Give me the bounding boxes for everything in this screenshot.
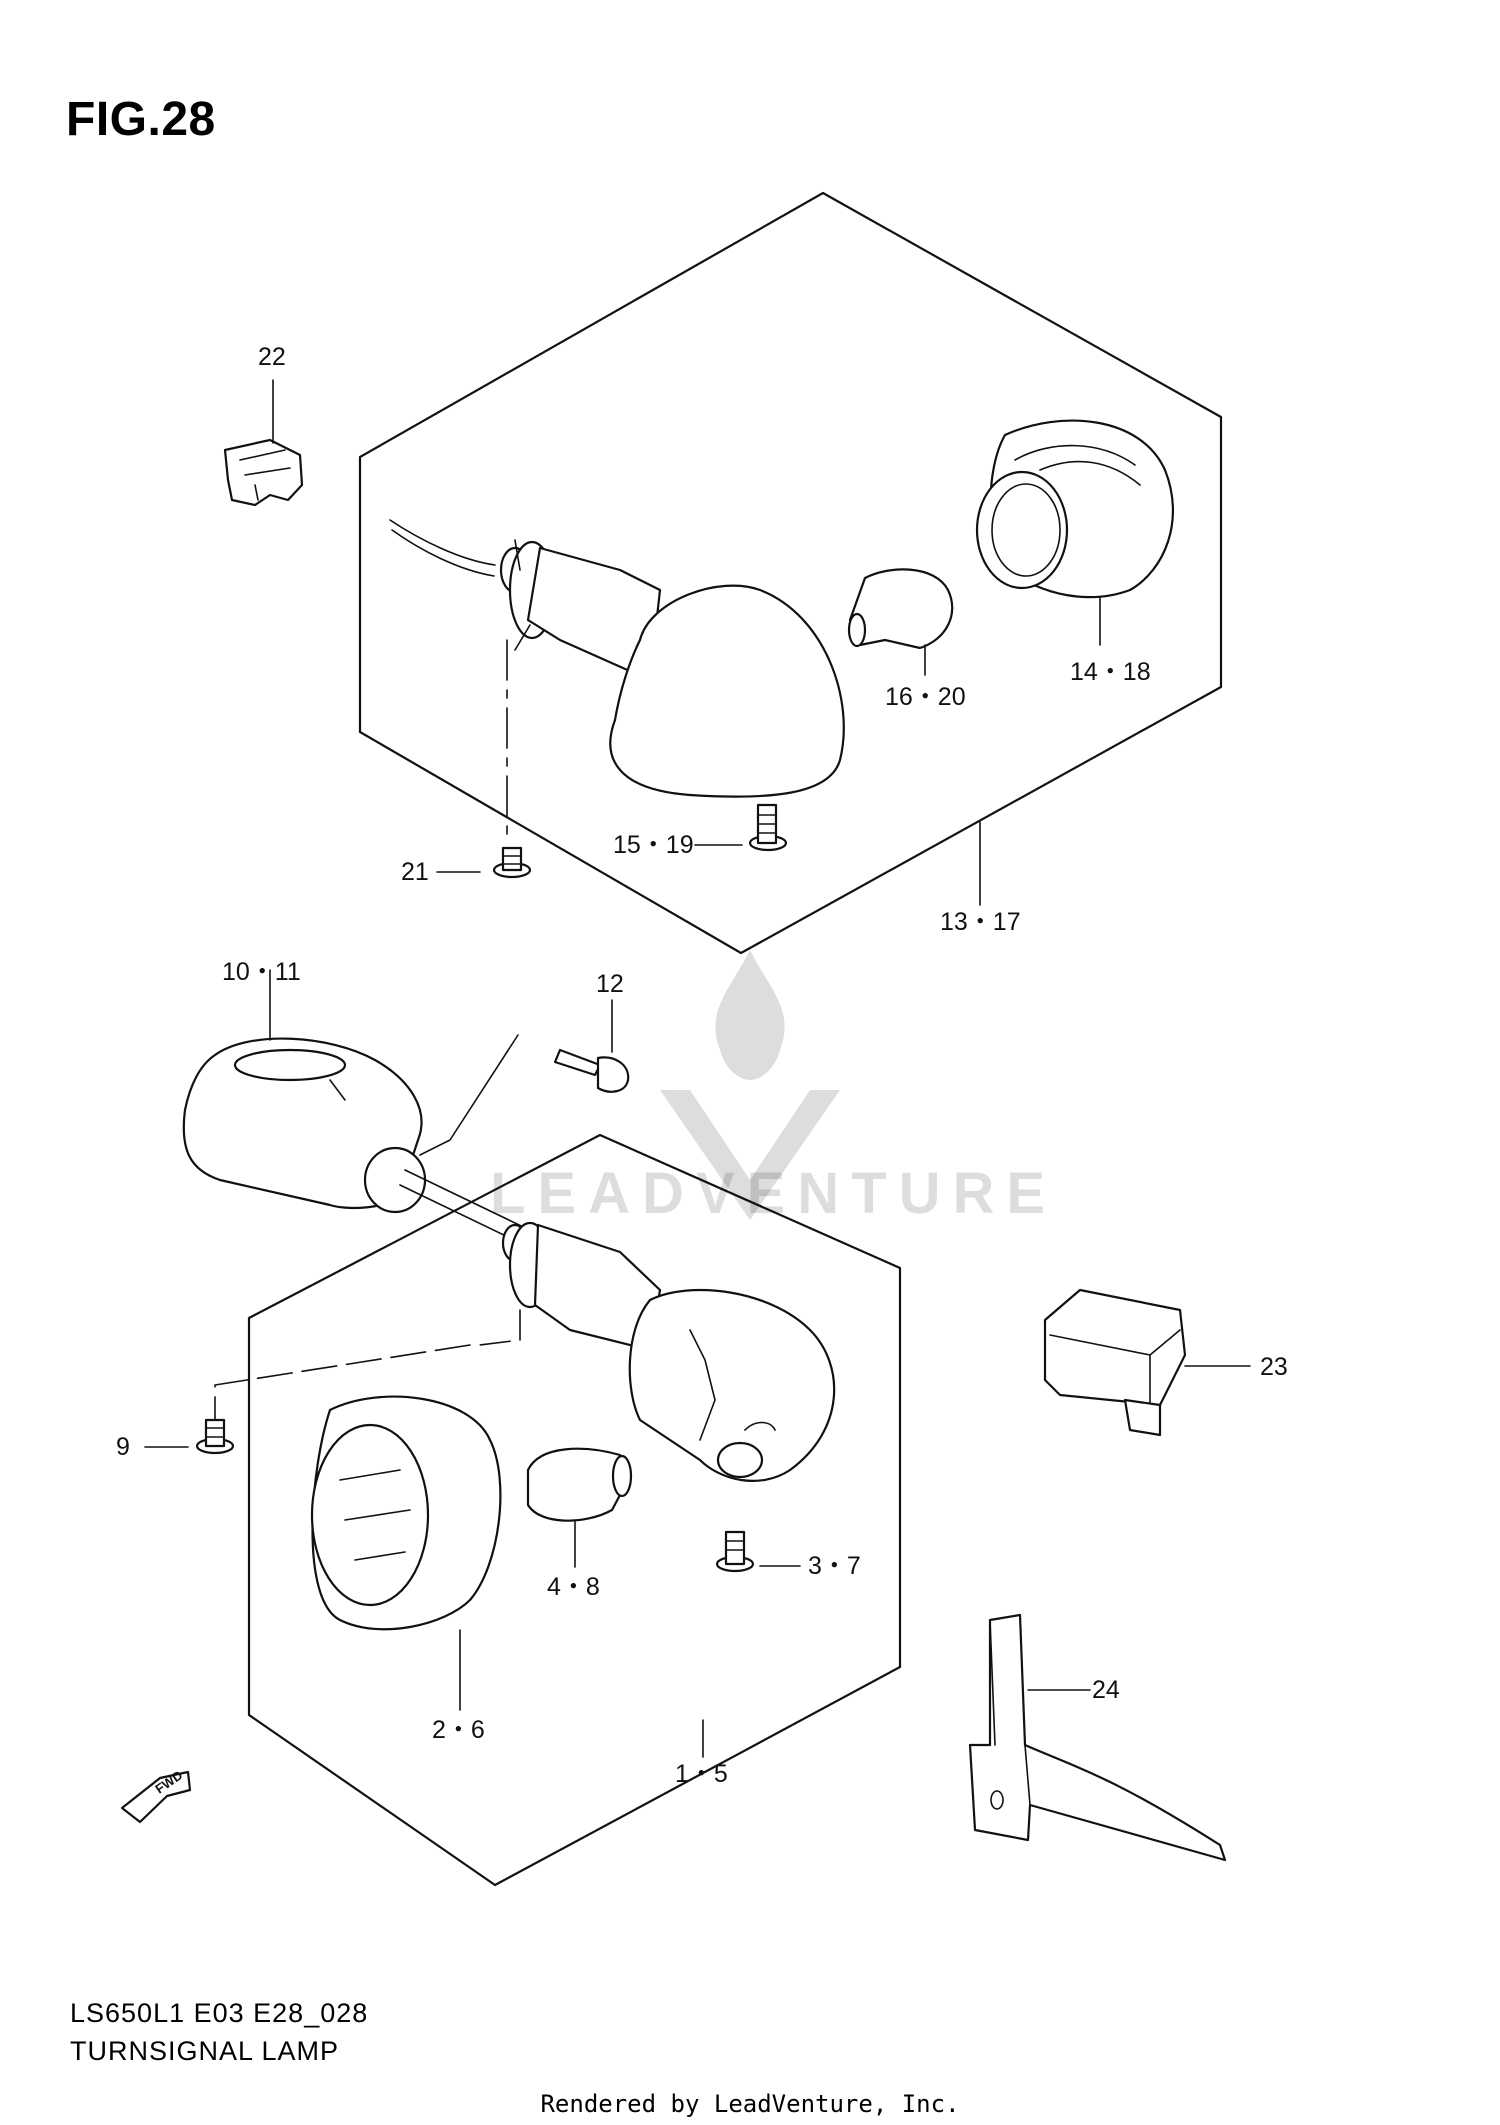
turnsignal-lamp-lower[interactable] — [501, 1221, 836, 1482]
callout-2-6: 2・6 — [432, 1716, 485, 1744]
callout-14-18: 14・18 — [1070, 658, 1151, 686]
diagram-code: LS650L1 E03 E28_028 — [70, 1998, 369, 2028]
callout-1-5: 1・5 — [675, 1760, 728, 1788]
turnsignal-lamp-upper[interactable] — [389, 519, 845, 798]
forward-arrow-icon: FWD — [120, 1767, 192, 1824]
lens-part-2-6[interactable] — [310, 1395, 502, 1631]
callout-15-19: 15・19 — [613, 831, 694, 859]
callout-12: 12 — [596, 970, 624, 998]
lens-part-14-18[interactable] — [975, 419, 1174, 599]
callout-21: 21 — [401, 858, 429, 886]
bolt-part-12[interactable] — [553, 1048, 630, 1093]
callout-24: 24 — [1092, 1676, 1120, 1704]
screw-part-9[interactable] — [195, 1418, 235, 1455]
watermark-text: LEADVENTURE — [490, 1161, 1058, 1226]
figure-title: FIG.28 — [66, 93, 216, 146]
callout-9: 9 — [116, 1433, 130, 1461]
callout-23: 23 — [1260, 1353, 1288, 1381]
screw-part-15-19[interactable] — [748, 803, 788, 852]
bracket-part-24[interactable] — [968, 1613, 1227, 1862]
callout-16-20: 16・20 — [885, 683, 966, 711]
screw-part-3-7[interactable] — [715, 1530, 755, 1573]
bulb-part-4-8[interactable] — [526, 1447, 633, 1522]
screw-part-21[interactable] — [492, 846, 532, 879]
callout-22: 22 — [258, 343, 286, 371]
callout-4-8: 4・8 — [547, 1573, 600, 1601]
callout-3-7: 3・7 — [808, 1552, 861, 1580]
callout-10-11: 10・11 — [222, 958, 301, 986]
bulb-part-16-20[interactable] — [847, 568, 954, 650]
leadventure-logo-watermark — [660, 950, 840, 1220]
bracket-cover-part-10-11[interactable] — [182, 1037, 427, 1214]
diagram-title: TURNSIGNAL LAMP — [70, 2036, 340, 2066]
assembly-box-upper — [358, 191, 1223, 955]
rendered-by-credit: Rendered by LeadVenture, Inc. — [540, 2090, 960, 2118]
assembly-box-lower — [247, 1133, 902, 1887]
clip-part-22[interactable] — [223, 438, 304, 507]
callout-13-17: 13・17 — [940, 908, 1021, 936]
relay-part-23[interactable] — [1043, 1288, 1187, 1437]
